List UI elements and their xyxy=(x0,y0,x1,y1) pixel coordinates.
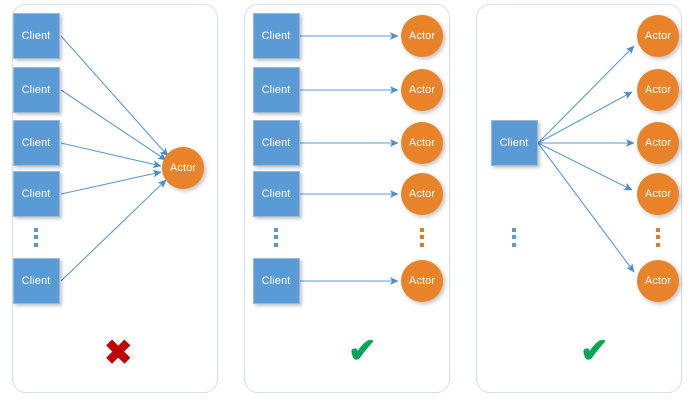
client-node[interactable]: Client xyxy=(12,67,60,113)
client-node[interactable]: Client xyxy=(252,67,300,113)
client-node[interactable]: Client xyxy=(12,258,60,304)
actor-node[interactable]: Actor xyxy=(637,69,679,111)
client-column-ellipsis xyxy=(34,227,39,247)
client-column-ellipsis xyxy=(512,227,517,247)
actor-node[interactable]: Actor xyxy=(637,15,679,57)
actor-node[interactable]: Actor xyxy=(401,260,443,302)
actor-node[interactable]: Actor xyxy=(401,173,443,215)
client-node[interactable]: Client xyxy=(252,120,300,166)
actor-node[interactable]: Actor xyxy=(637,173,679,215)
actor-node[interactable]: Actor xyxy=(401,69,443,111)
client-node[interactable]: Client xyxy=(12,171,60,217)
client-node[interactable]: Client xyxy=(252,171,300,217)
client-node[interactable]: Client xyxy=(252,258,300,304)
actor-column-ellipsis xyxy=(656,227,661,247)
actor-node[interactable]: Actor xyxy=(637,260,679,302)
actor-node[interactable]: Actor xyxy=(162,147,204,189)
client-node[interactable]: Client xyxy=(12,13,60,59)
client-node[interactable]: Client xyxy=(12,120,60,166)
verdict-check-icon: ✔ xyxy=(580,332,609,370)
actor-column-ellipsis xyxy=(420,227,425,247)
client-node[interactable]: Client xyxy=(490,120,538,166)
client-node[interactable]: Client xyxy=(252,13,300,59)
actor-node[interactable]: Actor xyxy=(401,122,443,164)
verdict-check-icon: ✔ xyxy=(348,332,377,370)
verdict-cross-icon: ✖ xyxy=(104,334,133,372)
actor-node[interactable]: Actor xyxy=(637,122,679,164)
actor-node[interactable]: Actor xyxy=(401,15,443,57)
client-column-ellipsis xyxy=(274,227,279,247)
